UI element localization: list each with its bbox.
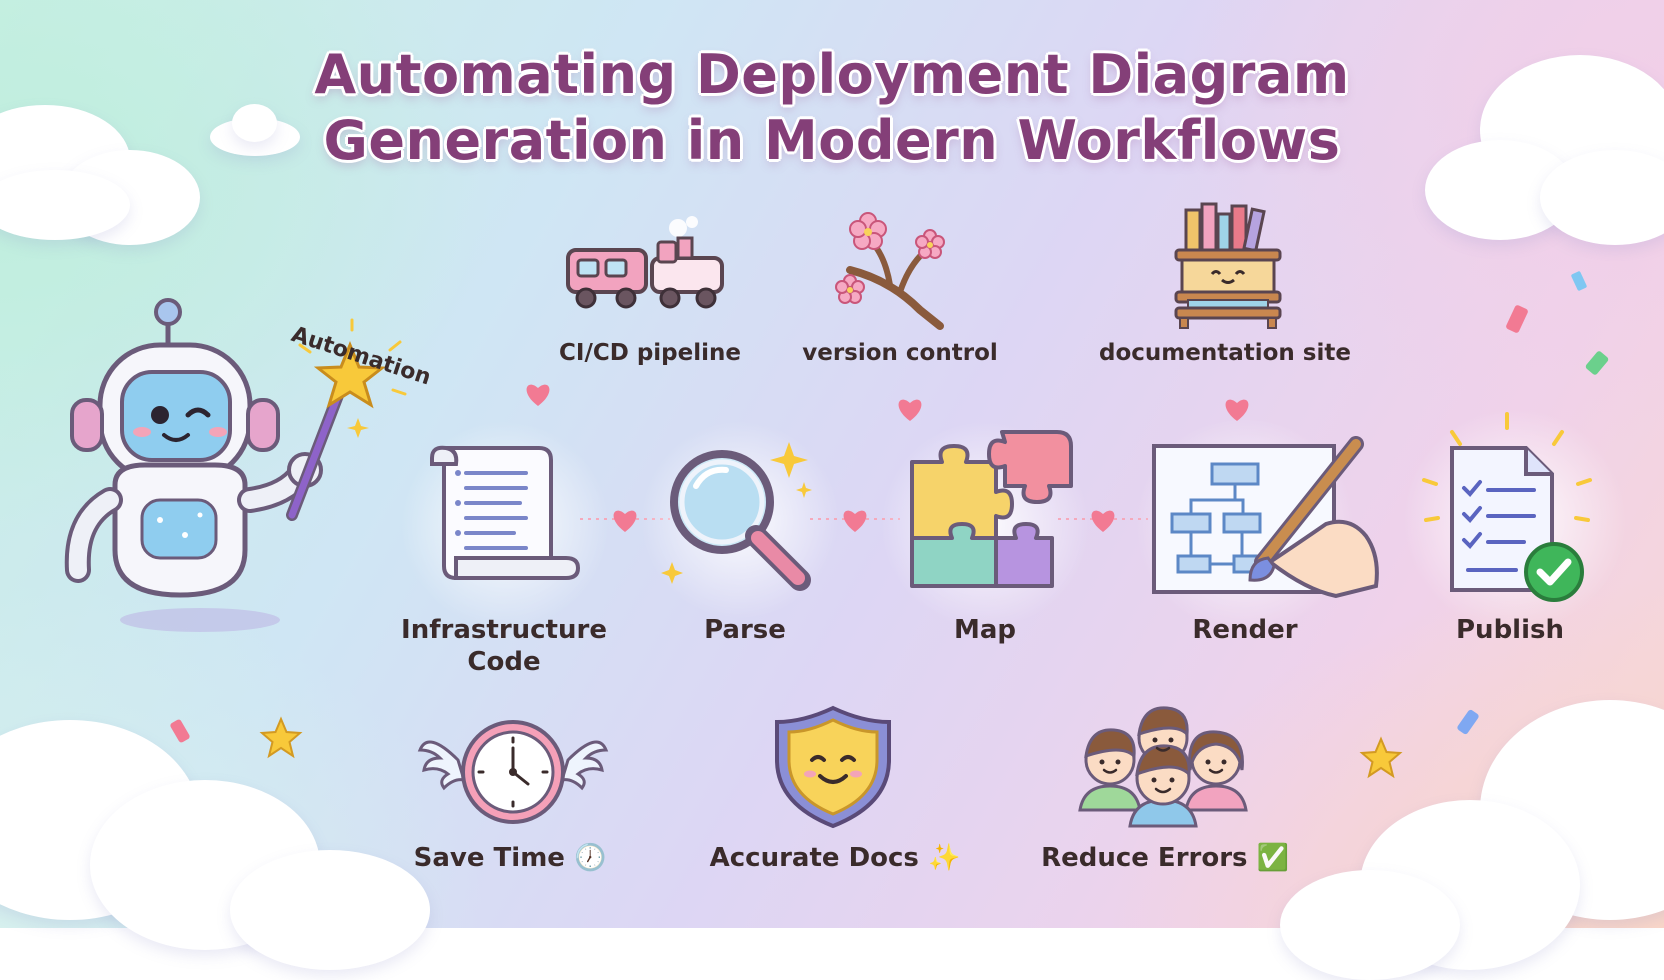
drawing-hand-icon <box>1152 436 1379 599</box>
benefit-label-accurate-docs: Accurate Docs ✨ <box>709 843 961 873</box>
bookshelf-icon <box>1174 202 1282 329</box>
step-label-render: Render <box>1192 615 1298 645</box>
title-line-1: Automating Deployment Diagram <box>314 43 1350 106</box>
heart-icon <box>526 384 550 406</box>
benefit-label-save-time: Save Time 🕖 <box>413 843 607 873</box>
page-title: Automating Deployment Diagram Generation… <box>0 42 1664 174</box>
checklist-document-icon <box>1422 412 1592 602</box>
confetti-icon <box>1457 709 1479 735</box>
robot-mascot-icon <box>64 298 407 632</box>
puzzle-icon <box>910 430 1073 588</box>
step-label-parse: Parse <box>704 615 786 645</box>
magnifier-icon <box>661 442 812 591</box>
cherry-blossom-branch-icon <box>835 212 945 330</box>
step-label-infrastructure-code: Infrastructure Code <box>401 615 607 677</box>
heart-icon <box>1225 399 1249 421</box>
title-line-2: Generation in Modern Workflows <box>323 109 1341 172</box>
star-icon <box>1359 736 1403 779</box>
confetti-icon <box>1506 271 1609 375</box>
integration-label-cicd: CI/CD pipeline <box>559 340 741 366</box>
integration-label-documentation: documentation site <box>1099 340 1351 366</box>
step-label-map: Map <box>953 615 1017 645</box>
confetti-icon <box>170 719 190 743</box>
integration-label-version-control: version control <box>802 340 998 366</box>
happy-people-icon <box>1078 706 1248 828</box>
scroll-icon <box>430 445 581 580</box>
heart-icon <box>898 399 922 421</box>
train-icon <box>566 216 724 309</box>
smiling-shield-icon <box>775 705 891 829</box>
winged-clock-icon <box>417 720 609 824</box>
step-label-publish: Publish <box>1456 615 1564 645</box>
benefit-label-reduce-errors: Reduce Errors ✅ <box>1041 843 1289 873</box>
star-icon <box>259 716 303 759</box>
